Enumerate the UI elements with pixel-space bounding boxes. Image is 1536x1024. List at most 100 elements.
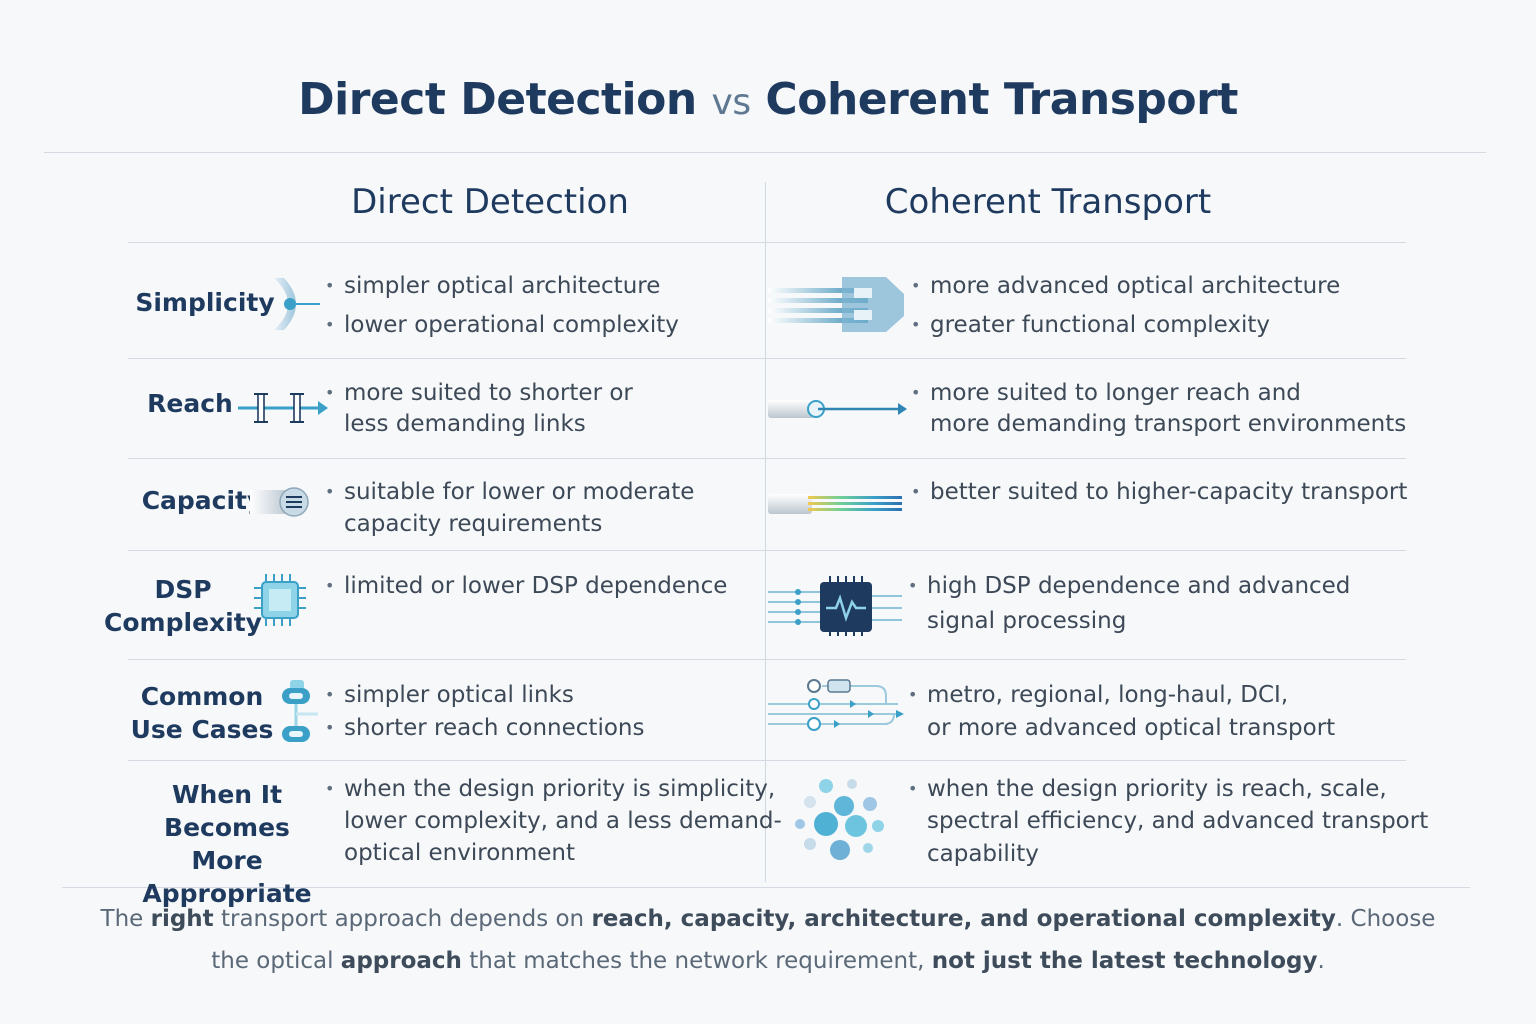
bullet-text: better suited to higher-capacity transpo…	[930, 479, 1408, 505]
bullet-text: simpler optical links	[344, 682, 574, 708]
row-label-capacity: Capacity	[130, 484, 275, 517]
direct-bullet-continued: capacity requirements	[344, 508, 602, 540]
row-divider	[128, 242, 1406, 243]
bullet-text: when the design priority is simplicity,	[344, 776, 776, 802]
coherent-bullet: •greater functional complexity	[911, 312, 1270, 338]
coherent-bullet: •metro, regional, long-haul, DCI,	[908, 682, 1289, 708]
coherent-bullet: •more advanced optical architecture	[911, 273, 1341, 299]
footer-emphasis: approach	[340, 948, 462, 974]
footer-text: transport approach depends on	[213, 906, 592, 932]
coherent-bullet-continued: more demanding transport environments	[930, 408, 1406, 440]
row-label-line: Reach	[147, 389, 233, 418]
fiber-icon	[250, 487, 309, 517]
direct-bullet: •simpler optical links	[325, 682, 574, 708]
bullet-text: capability	[927, 841, 1039, 867]
footer-emphasis: right	[150, 906, 214, 932]
coherent-bullet-continued: spectral efficiency, and advanced transp…	[927, 805, 1428, 837]
footer-text: that matches the network requirement,	[461, 948, 932, 974]
row-divider	[128, 358, 1406, 359]
bullet-text: capacity requirements	[344, 511, 603, 537]
coherent-bullet-continued: or more advanced optical transport	[927, 712, 1335, 744]
row-label-line: DSP	[154, 575, 212, 604]
column-header-coherent: Coherent Transport	[884, 182, 1212, 222]
row-divider	[128, 760, 1406, 761]
footer-text: .	[1317, 948, 1325, 974]
chip-icon	[254, 574, 306, 626]
footer-text: The	[100, 906, 151, 932]
title-right: Coherent Transport	[765, 74, 1238, 125]
coherent-bullet-continued: signal processing	[927, 605, 1126, 637]
coherent-bullet-continued: capability	[927, 838, 1039, 870]
page-title: Direct Detection vs Coherent Transport	[0, 74, 1536, 125]
footer-text: . Choose the optical	[211, 906, 1436, 974]
bullet-text: limited or lower DSP dependence	[344, 573, 728, 599]
direct-bullet: •lower operational complexity	[325, 312, 679, 338]
direct-bullet: •simpler optical architecture	[325, 273, 661, 299]
connector-icon	[238, 393, 328, 423]
bullet-text: more advanced optical architecture	[930, 273, 1341, 299]
row-divider	[128, 550, 1406, 551]
footer-emphasis: not just the latest technology	[931, 948, 1318, 974]
row-label-dsp-complexity: DSP Complexity	[98, 573, 268, 639]
coherent-bullet: •better suited to higher-capacity transp…	[911, 479, 1408, 505]
direct-bullet: •suitable for lower or moderate	[325, 479, 695, 505]
bullet-text: high DSP dependence and advanced	[927, 573, 1351, 599]
footer-emphasis: reach, capacity, architecture, and opera…	[591, 906, 1336, 932]
dot-cluster-icon	[795, 779, 884, 860]
bullet-text: lower operational complexity	[344, 312, 679, 338]
fiber-bundle-icon	[768, 277, 904, 332]
row-label-line: When It	[171, 780, 283, 809]
direct-bullet-continued: optical environment	[344, 837, 575, 869]
row-label-line: Simplicity	[135, 288, 275, 317]
bullet-text: greater functional complexity	[930, 312, 1270, 338]
spectrum-fiber-icon	[768, 494, 902, 514]
pill-connector-icon	[282, 680, 318, 742]
direct-bullet: •shorter reach connections	[325, 715, 645, 741]
direct-bullet-continued: lower complexity, and a less demand-	[344, 805, 782, 837]
column-header-direct: Direct Detection	[351, 182, 629, 222]
bullet-text: lower complexity, and a less demand-	[344, 808, 782, 834]
direct-bullet: •when the design priority is simplicity,	[325, 776, 776, 802]
row-label-when-appropriate: When It Becomes More Appropriate	[128, 778, 326, 910]
bullet-text: more suited to longer reach and	[930, 380, 1301, 406]
long-fiber-icon	[768, 400, 907, 418]
row-label-simplicity: Simplicity	[120, 286, 290, 319]
bullet-text: signal processing	[927, 608, 1127, 634]
dsp-chip-icon	[768, 576, 902, 636]
row-label-line: Complexity	[104, 608, 262, 637]
coherent-bullet: •when the design priority is reach, scal…	[908, 776, 1387, 802]
bullet-text: optical environment	[344, 840, 575, 866]
column-divider	[765, 182, 766, 882]
network-nodes-icon	[768, 679, 904, 731]
bullet-text: more demanding transport environments	[930, 411, 1407, 437]
direct-bullet: •limited or lower DSP dependence	[325, 573, 728, 599]
row-label-line: Capacity	[141, 486, 264, 515]
lens-icon	[274, 278, 320, 330]
footer-note: The right transport approach depends on …	[80, 898, 1456, 982]
row-label-line: Use Cases	[130, 715, 274, 744]
direct-bullet-continued: less demanding links	[344, 408, 586, 440]
row-label-line: Appropriate	[142, 879, 312, 908]
bullet-text: or more advanced optical transport	[927, 715, 1336, 741]
bullet-text: simpler optical architecture	[344, 273, 661, 299]
row-label-line: Becomes More	[164, 813, 290, 875]
bullet-text: more suited to shorter or	[344, 380, 633, 406]
bullet-text: spectral efficiency, and advanced transp…	[927, 808, 1429, 834]
coherent-bullet: •more suited to longer reach and	[911, 380, 1301, 406]
row-label-reach: Reach	[120, 387, 260, 420]
bullet-text: metro, regional, long-haul, DCI,	[927, 682, 1289, 708]
bullet-text: when the design priority is reach, scale…	[927, 776, 1387, 802]
row-divider	[128, 458, 1406, 459]
row-divider	[128, 659, 1406, 660]
title-left: Direct Detection	[298, 74, 697, 125]
bullet-text: less demanding links	[344, 411, 586, 437]
title-vs: vs	[711, 82, 752, 123]
bullet-text: suitable for lower or moderate	[344, 479, 695, 505]
title-divider	[44, 152, 1486, 153]
row-label-line: Common	[140, 682, 264, 711]
row-label-common-use-cases: Common Use Cases	[118, 680, 286, 746]
bullet-text: shorter reach connections	[344, 715, 645, 741]
coherent-bullet: •high DSP dependence and advanced	[908, 573, 1351, 599]
footer-divider	[62, 887, 1470, 888]
direct-bullet: •more suited to shorter or	[325, 380, 633, 406]
